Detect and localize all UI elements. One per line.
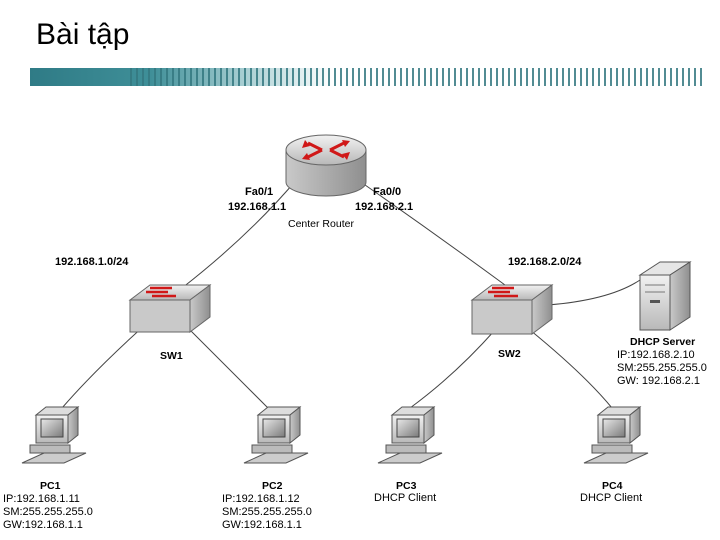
switch-sw2-icon bbox=[470, 284, 554, 335]
pc4-name: PC4 bbox=[602, 480, 623, 492]
link-sw2-pc3 bbox=[409, 329, 496, 409]
server-gateway: GW: 192.168.2.1 bbox=[617, 375, 700, 387]
router-ip-left: 192.168.1.1 bbox=[228, 201, 287, 213]
server-ip: IP:192.168.2.10 bbox=[617, 349, 695, 361]
network-right-label: 192.168.2.0/24 bbox=[508, 256, 582, 268]
router-interface-right: Fa0/0 bbox=[373, 186, 402, 198]
pc4-role: DHCP Client bbox=[580, 492, 643, 504]
link-sw1-pc2 bbox=[184, 324, 269, 409]
switch-sw1-icon bbox=[128, 284, 212, 333]
pc1-gateway: GW:192.168.1.1 bbox=[3, 519, 83, 531]
link-sw1-pc1 bbox=[61, 324, 146, 409]
network-left-label: 192.168.1.0/24 bbox=[55, 256, 129, 268]
pc1-name: PC1 bbox=[40, 480, 61, 492]
pc2-ip: IP:192.168.1.12 bbox=[222, 493, 300, 505]
pc1-ip: IP:192.168.1.11 bbox=[3, 493, 80, 505]
title-decoration-bar bbox=[30, 68, 702, 86]
link-sw2-pc4 bbox=[529, 329, 613, 409]
router-name: Center Router bbox=[288, 218, 354, 230]
server-name: DHCP Server bbox=[630, 336, 696, 348]
router-ip-right: 192.168.2.1 bbox=[355, 201, 414, 213]
switch-sw1-label: SW1 bbox=[160, 350, 183, 362]
switch-sw2-label: SW2 bbox=[498, 348, 521, 360]
pc2-gateway: GW:192.168.1.1 bbox=[222, 519, 302, 531]
pc4-icon bbox=[583, 405, 649, 464]
server-subnet-mask: SM:255.255.255.0 bbox=[617, 362, 707, 374]
slide-title: Bài tập bbox=[36, 18, 130, 51]
link-sw2-server bbox=[547, 279, 641, 306]
router-icon bbox=[285, 134, 367, 197]
pc3-name: PC3 bbox=[396, 480, 417, 492]
link-router-sw2 bbox=[354, 177, 506, 286]
pc3-icon bbox=[377, 405, 443, 464]
network-links bbox=[61, 177, 641, 409]
server-icon bbox=[638, 261, 692, 331]
pc2-icon bbox=[243, 405, 309, 464]
pc2-name: PC2 bbox=[262, 480, 283, 492]
pc3-role: DHCP Client bbox=[374, 492, 437, 504]
pc2-subnet-mask: SM:255.255.255.0 bbox=[222, 506, 312, 518]
link-router-sw1 bbox=[181, 177, 299, 289]
pc1-subnet-mask: SM:255.255.255.0 bbox=[3, 506, 93, 518]
router-interface-left: Fa0/1 bbox=[245, 186, 274, 198]
pc1-icon bbox=[21, 405, 87, 464]
